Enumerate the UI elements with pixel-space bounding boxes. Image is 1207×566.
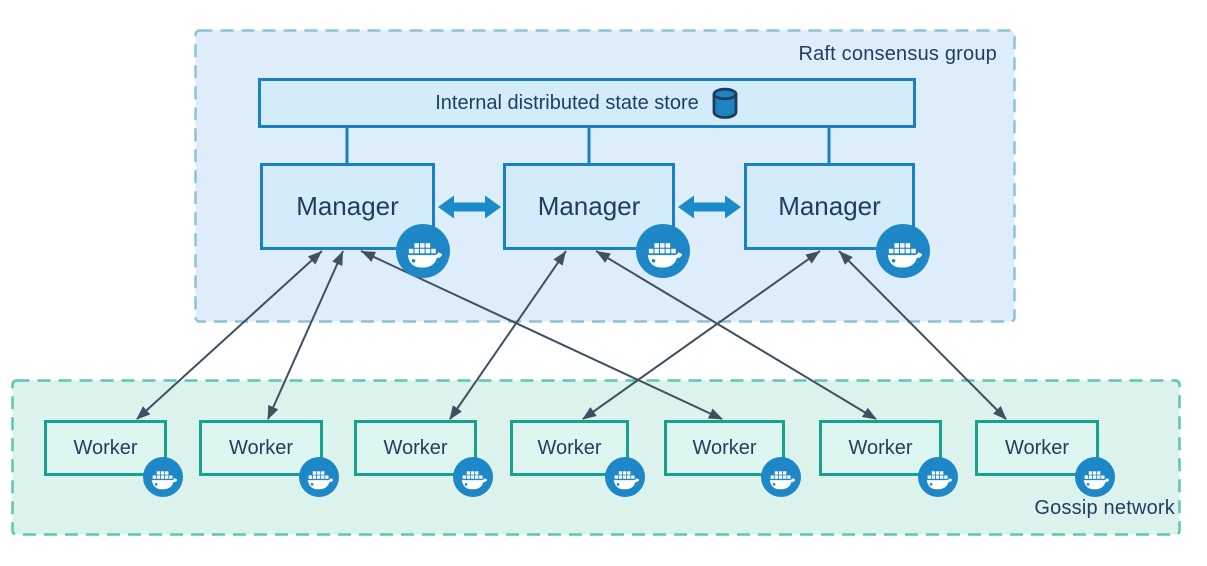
docker-whale-icon: [143, 457, 183, 497]
edge-manager-3-worker-7: [838, 250, 1007, 420]
manager-3-box: Manager: [744, 163, 915, 250]
worker-1-box: Worker: [44, 420, 167, 476]
docker-whale-glyph: [613, 470, 640, 489]
worker-3-box: Worker: [354, 420, 477, 476]
docker-whale-glyph: [926, 470, 953, 489]
state-store-label: Internal distributed state store: [435, 91, 699, 114]
peer-link-arrowhead-right: [485, 195, 501, 219]
raft-group-label: Raft consensus group: [798, 43, 997, 65]
edge-arrowhead: [332, 251, 343, 267]
peer-link-arrowhead-left: [438, 195, 454, 219]
edge-manager-1-worker-2: [267, 250, 344, 420]
peer-link-arrowhead-left: [678, 195, 694, 219]
docker-whale-glyph: [461, 470, 488, 489]
docker-whale-icon: [1075, 457, 1115, 497]
worker-label: Worker: [383, 436, 448, 459]
docker-whale-icon: [918, 457, 958, 497]
worker-label: Worker: [228, 436, 294, 459]
edge-arrowhead: [361, 251, 377, 262]
docker-whale-glyph: [307, 470, 334, 489]
docker-whale-glyph: [887, 242, 923, 268]
docker-whale-glyph: [151, 470, 178, 489]
edge-manager-1-worker-1: [136, 250, 323, 420]
gossip-group-label: Gossip network: [1034, 497, 1175, 519]
edge-manager-3-worker-4: [582, 250, 821, 420]
peer-link-arrowhead-right: [725, 195, 741, 219]
edge-manager-1-worker-5: [360, 250, 723, 420]
docker-whale-icon: [605, 457, 645, 497]
docker-whale-icon: [761, 457, 801, 497]
docker-whale-icon: [876, 224, 930, 278]
docker-whale-glyph: [407, 242, 443, 268]
manager-label: Manager: [537, 191, 641, 221]
edge-arrowhead: [307, 251, 322, 265]
edge-manager-2-worker-3: [449, 250, 567, 420]
edge-arrowhead: [553, 251, 566, 266]
docker-whale-glyph: [769, 470, 796, 489]
docker-whale-icon: [299, 457, 339, 497]
worker-label: Worker: [73, 436, 138, 459]
docker-whale-icon: [636, 224, 690, 278]
docker-whale-icon: [396, 224, 450, 278]
worker-label: Worker: [848, 436, 913, 459]
edge-arrowhead: [805, 251, 820, 264]
edge-arrowhead: [596, 251, 611, 263]
docker-whale-glyph: [647, 242, 683, 268]
edge-manager-2-worker-6: [595, 250, 877, 420]
worker-label: Worker: [692, 436, 757, 459]
edge-arrowhead: [839, 251, 853, 265]
manager-label: Manager: [778, 191, 881, 221]
state-store-box: Internal distributed state store: [258, 78, 916, 128]
worker-label: Worker: [1004, 436, 1070, 459]
database-cylinder-icon: [712, 87, 738, 119]
manager-label: Manager: [296, 191, 399, 221]
worker-label: Worker: [537, 436, 602, 459]
docker-whale-icon: [453, 457, 493, 497]
docker-whale-glyph: [1083, 470, 1110, 489]
